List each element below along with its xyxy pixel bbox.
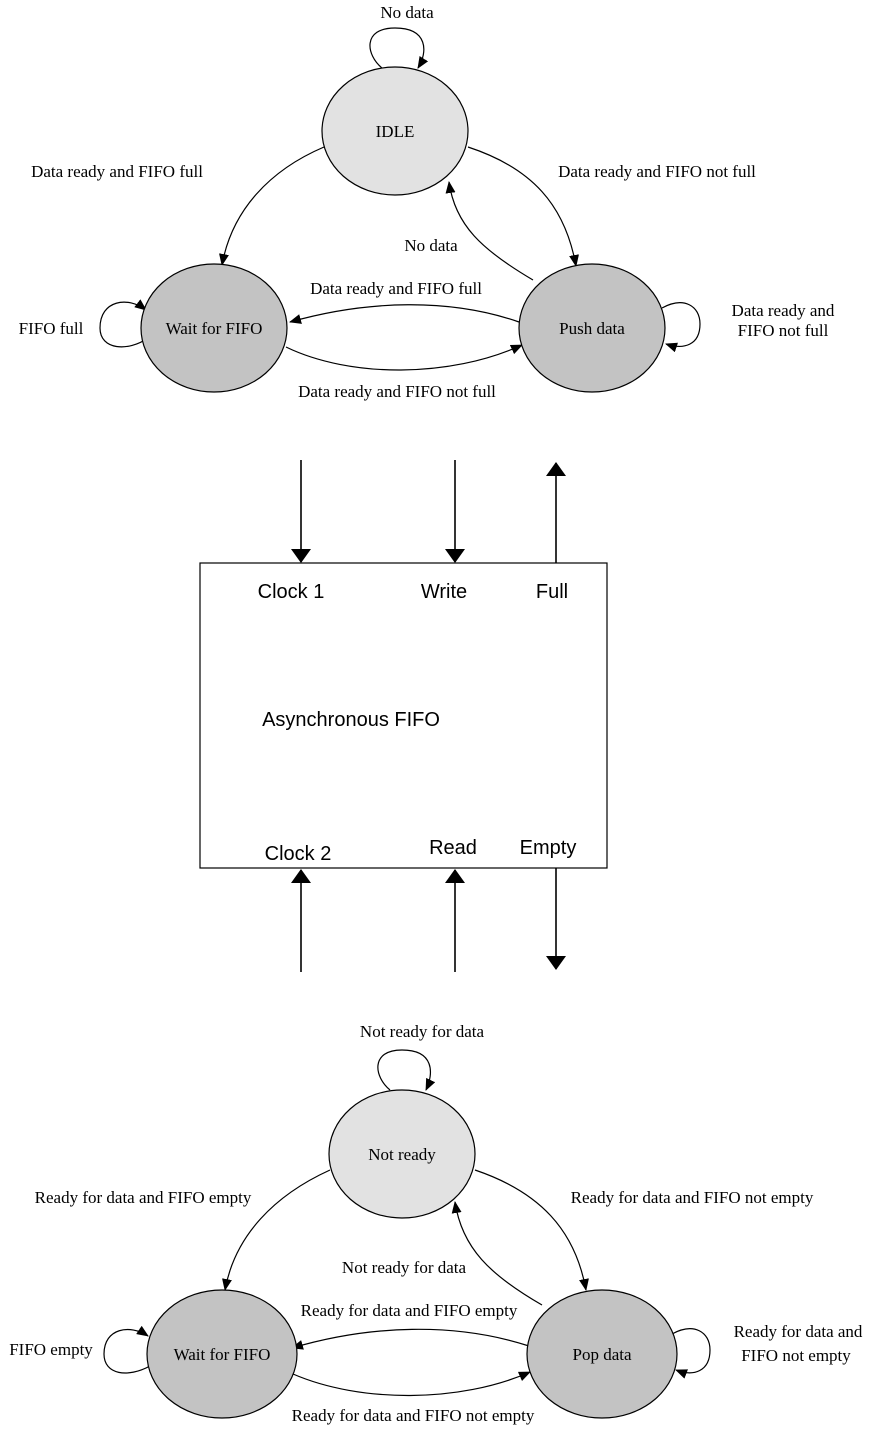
write-label-wait-to-push: Data ready and FIFO not full xyxy=(298,382,496,401)
write-state-push-label: Push data xyxy=(559,319,625,338)
fifo-port-clock2: Clock 2 xyxy=(265,843,332,865)
write-label-push-to-wait: Data ready and FIFO full xyxy=(310,279,482,298)
write-edge-idle-to-push xyxy=(467,146,579,267)
write-state-push-data xyxy=(518,263,666,393)
write-label-push-self-line2: FIFO not full xyxy=(738,321,829,340)
write-edge-idle-to-wait xyxy=(219,146,325,266)
read-label-not-ready-to-pop: Ready for data and FIFO not empty xyxy=(571,1188,814,1207)
read-label-pop-self-line1: Ready for data and xyxy=(734,1322,863,1341)
async-fifo-block: Clock 1 Write Full Asynchronous FIFO Clo… xyxy=(199,460,608,972)
read-label-pop-to-not-ready: Not ready for data xyxy=(342,1258,467,1277)
read-edge-not-ready-to-wait xyxy=(222,1169,331,1291)
read-state-wait-for-fifo xyxy=(146,1289,298,1419)
fifo-title: Asynchronous FIFO xyxy=(262,709,440,731)
fifo-port-read: Read xyxy=(429,837,477,859)
write-state-idle-label: IDLE xyxy=(376,122,415,141)
read-label-wait-self: FIFO empty xyxy=(9,1340,93,1359)
read-state-not-ready xyxy=(328,1089,476,1219)
fifo-port-full: Full xyxy=(536,581,568,603)
fifo-port-empty: Empty xyxy=(520,837,577,859)
write-state-wait-for-fifo xyxy=(140,263,288,393)
read-edge-pop-to-wait xyxy=(291,1328,530,1350)
write-label-idle-self: No data xyxy=(380,3,434,22)
read-label-not-ready-self: Not ready for data xyxy=(360,1022,485,1041)
read-label-pop-to-wait: Ready for data and FIFO empty xyxy=(301,1301,518,1320)
write-state-idle xyxy=(321,66,469,196)
write-fsm: IDLE Wait for FIFO Push data No data Dat… xyxy=(19,3,835,401)
write-edge-push-self xyxy=(661,302,701,353)
fifo-port-write: Write xyxy=(421,581,467,603)
write-label-push-to-idle: No data xyxy=(404,236,458,255)
read-state-not-ready-label: Not ready xyxy=(368,1145,436,1164)
read-edge-not-ready-self xyxy=(377,1049,436,1091)
write-edge-idle-self xyxy=(369,27,429,69)
write-label-idle-to-wait: Data ready and FIFO full xyxy=(31,162,203,181)
read-label-wait-to-pop: Ready for data and FIFO not empty xyxy=(292,1406,535,1425)
read-state-pop-label: Pop data xyxy=(572,1345,631,1364)
write-label-push-self-line1: Data ready and xyxy=(732,301,835,320)
write-edge-wait-self xyxy=(99,299,149,348)
read-label-pop-self-line2: FIFO not empty xyxy=(741,1346,851,1365)
fifo-box xyxy=(199,562,608,869)
read-edge-pop-self xyxy=(671,1328,711,1379)
read-edge-wait-self xyxy=(103,1325,151,1374)
read-state-pop-data xyxy=(526,1289,678,1419)
write-label-idle-to-push: Data ready and FIFO not full xyxy=(558,162,756,181)
read-state-wait-label: Wait for FIFO xyxy=(174,1345,271,1364)
read-edge-wait-to-pop xyxy=(292,1371,531,1397)
write-state-wait-label: Wait for FIFO xyxy=(166,319,263,338)
read-fsm: Not ready Wait for FIFO Pop data Not rea… xyxy=(9,1022,863,1425)
read-label-not-ready-to-wait: Ready for data and FIFO empty xyxy=(35,1188,252,1207)
write-label-wait-self: FIFO full xyxy=(19,319,84,338)
read-edge-pop-to-not-ready xyxy=(451,1201,543,1306)
write-edge-push-to-wait xyxy=(289,304,520,324)
write-edge-push-to-idle xyxy=(445,181,534,281)
read-edge-not-ready-to-pop xyxy=(474,1169,589,1291)
fifo-port-clock1: Clock 1 xyxy=(258,581,325,603)
write-edge-wait-to-push xyxy=(285,344,523,371)
